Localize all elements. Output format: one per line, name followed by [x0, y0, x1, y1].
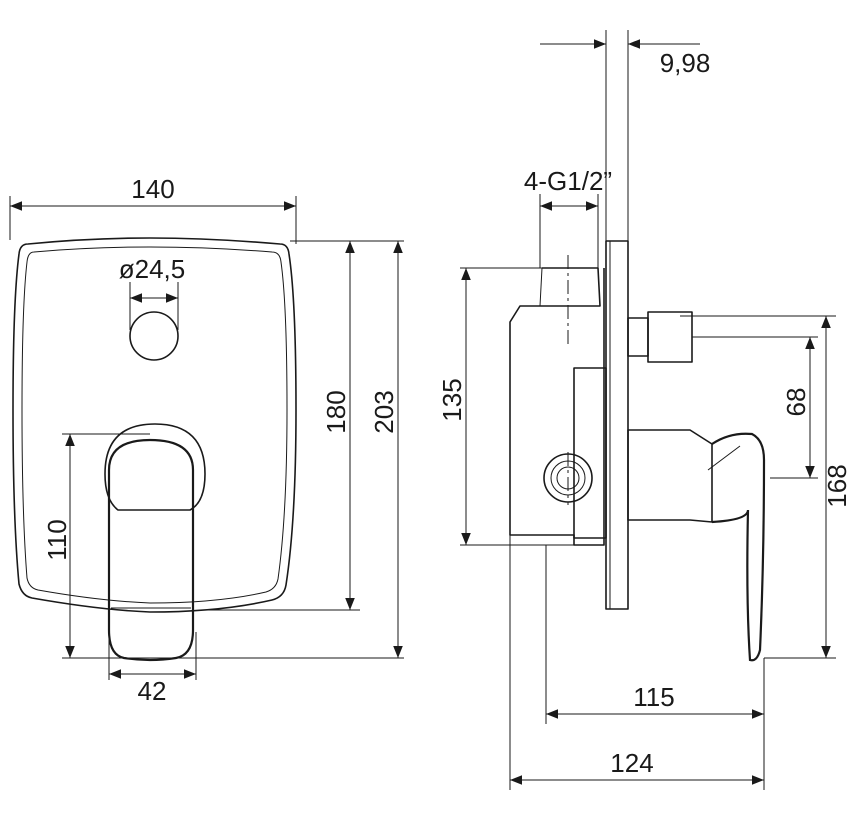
valve-body-step: [520, 267, 543, 307]
dim-connection-label: 4-G1/2”: [524, 166, 612, 196]
diverter-knob-cap: [647, 311, 693, 363]
dim-lever-offset-label: 68: [781, 388, 811, 417]
dim-lever-height-label: 110: [42, 519, 72, 560]
front-view: 140 ø24,5 180 203 110 42: [9, 174, 404, 706]
dim-body-height-label: 135: [437, 378, 467, 421]
lever-rosette: [104, 423, 206, 511]
diverter-knob: [129, 311, 179, 361]
valve-core-block: [573, 367, 607, 539]
dim-lever-width-label: 42: [138, 676, 167, 706]
dim-overall-height-label: 203: [369, 390, 399, 433]
diverter-knob-side: [627, 317, 649, 357]
dim-hole-diameter-label: ø24,5: [119, 254, 186, 284]
wall-plate: [605, 240, 629, 610]
lever-side-seam: [707, 445, 741, 471]
dim-depth-overall-label: 124: [610, 748, 653, 778]
cover-plate-inner-edge: [21, 246, 288, 604]
dim-width-label: 140: [131, 174, 174, 204]
lever-side-handle: [711, 432, 766, 662]
dim-depth-inner-label: 115: [633, 682, 674, 712]
lever-side-profile: [627, 429, 713, 523]
dim-plate-thickness-label: 9,98: [660, 48, 711, 78]
valve-body-outline: [509, 267, 605, 546]
lever-handle: [107, 438, 195, 662]
cover-plate-outline: [12, 237, 297, 613]
side-view: 9,98 4-G1/2” 135 68 168 115 124: [437, 30, 850, 790]
dim-projection-height-label: 168: [822, 464, 850, 507]
dim-plate-height-label: 180: [321, 390, 351, 433]
